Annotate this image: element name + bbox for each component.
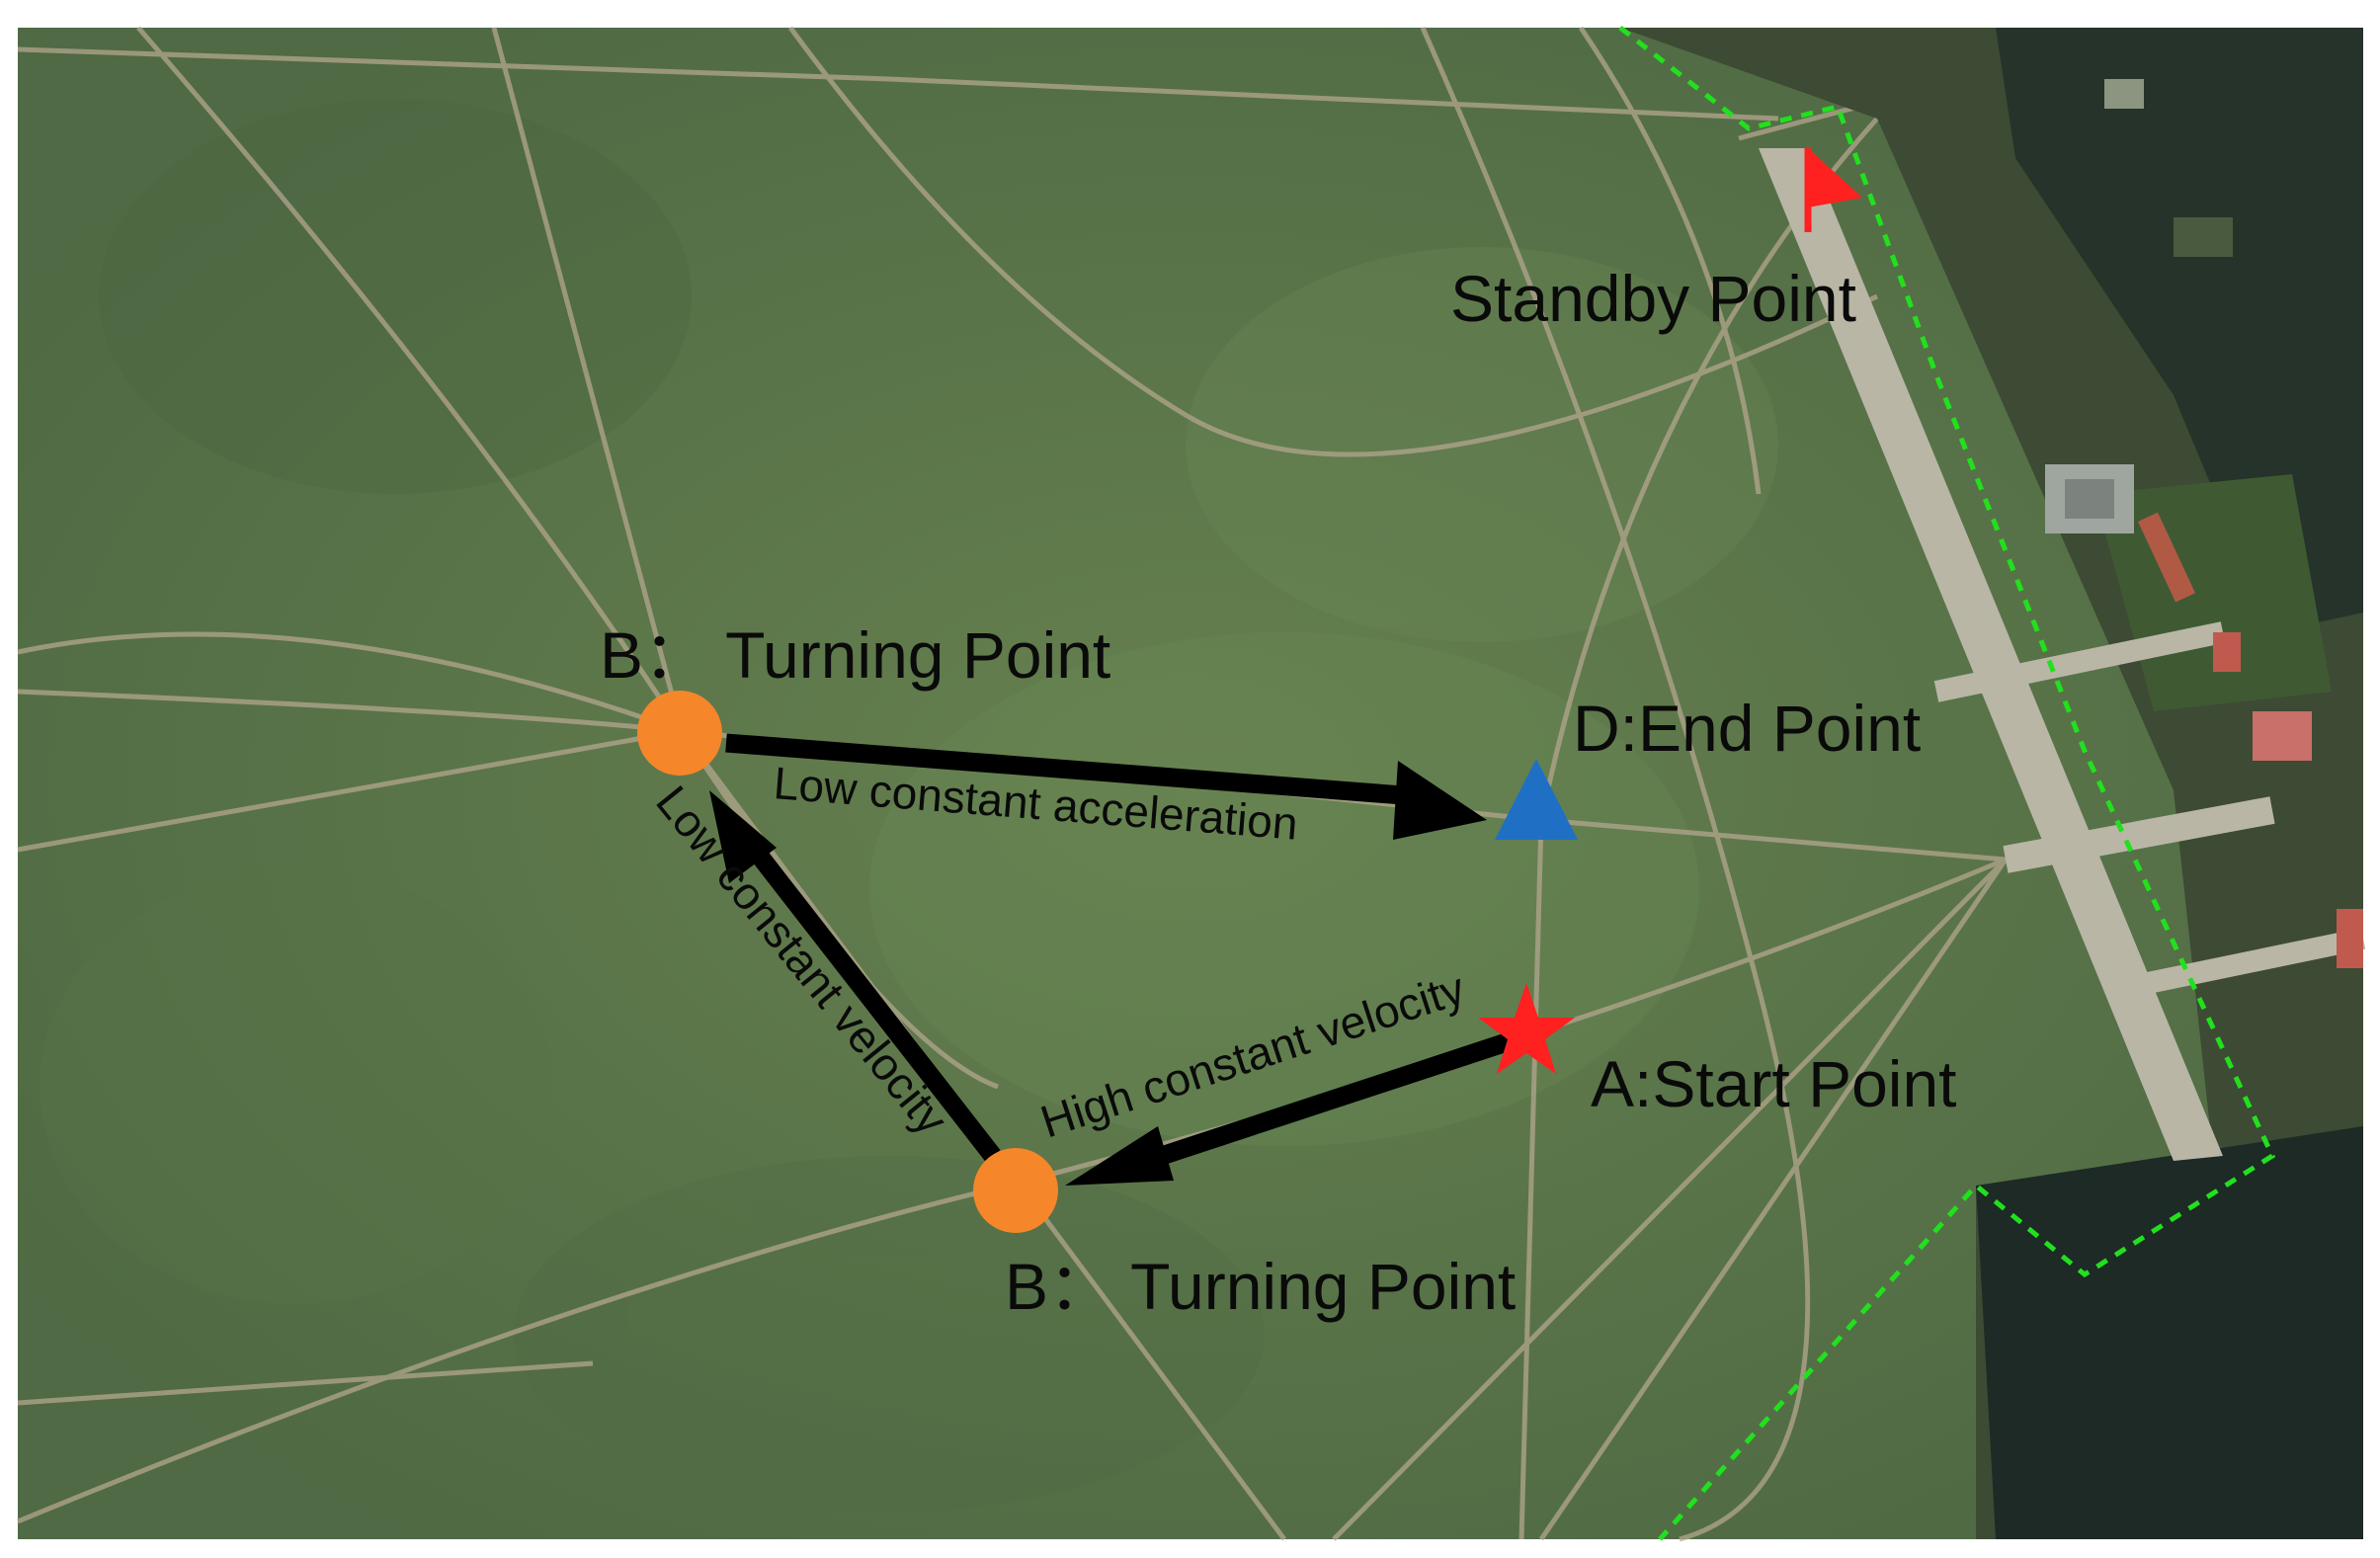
label-turning-point-top: B： Turning Point: [600, 618, 1110, 692]
turning-point-bottom-icon: [973, 1148, 1058, 1233]
arrowhead-b-to-d: [1393, 761, 1487, 840]
label-standby-point: Standby Point: [1450, 262, 1856, 335]
turning-point-top-icon: [637, 691, 722, 776]
label-start-point: A:Start Point: [1591, 1047, 1957, 1120]
arrowhead-b-to-b: [709, 790, 777, 883]
boundary-line: [1618, 26, 2276, 1541]
arrowhead-a-to-b: [1065, 1126, 1174, 1186]
route-arrows: [709, 733, 1524, 1186]
label-end-point: D:End Point: [1573, 692, 1921, 765]
standby-flag-icon: [1804, 148, 1862, 232]
label-turning-point-bottom: B： Turning Point: [1005, 1250, 1516, 1323]
end-triangle-icon: [1495, 759, 1578, 840]
start-star-icon: [1478, 983, 1575, 1074]
runway: [1759, 148, 2223, 1161]
facility-area: [1620, 28, 2366, 1539]
terrain-texture: [40, 99, 1778, 1512]
